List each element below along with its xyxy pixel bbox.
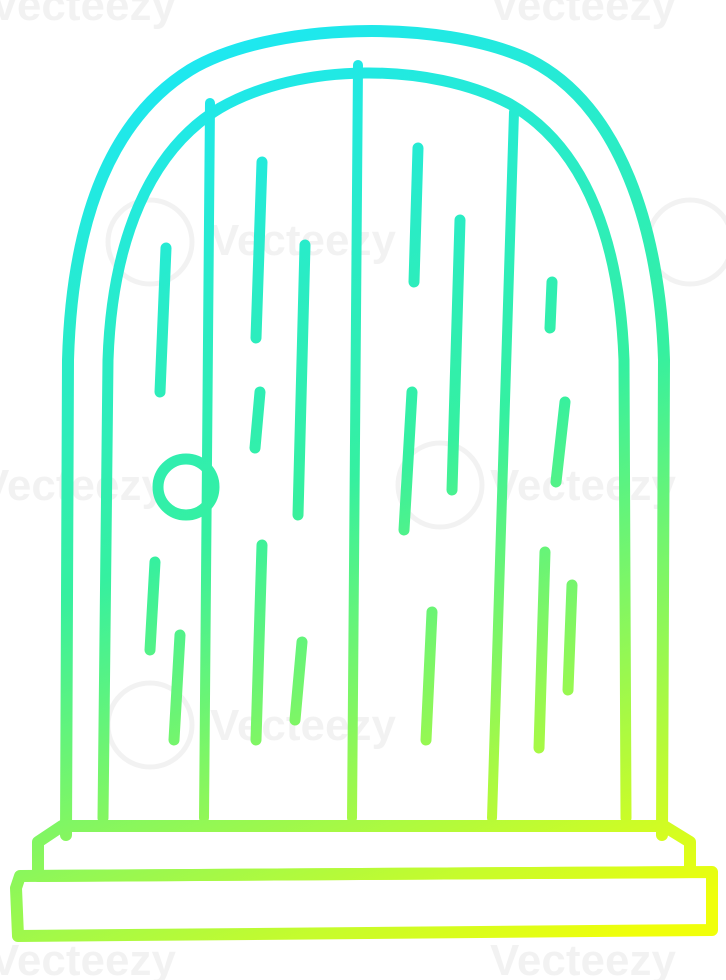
watermark-text: Vecteezy: [490, 0, 676, 30]
wood-grain-stroke: [562, 579, 578, 696]
door-step: [10, 820, 718, 942]
watermark-text: Vecteezy: [0, 461, 166, 510]
watermark-text: Vecteezy: [210, 701, 396, 750]
wood-grain-stroke: [408, 142, 424, 288]
wood-grain-stroke: [398, 386, 418, 536]
plank-divider: [487, 107, 519, 823]
wood-grain-stroke: [446, 214, 466, 496]
wood-grain-stroke: [420, 606, 438, 746]
plank-divider: [199, 98, 215, 823]
door-handle-icon: [152, 453, 220, 521]
wood-grain-stroke: [544, 276, 558, 334]
wood-grain-stroke: [168, 629, 186, 746]
watermark-logo-icon: [395, 440, 485, 530]
wood-grain-stroke: [250, 539, 268, 746]
wood-grain-stroke: [154, 242, 172, 398]
watermark-text: Vecteezy: [490, 461, 676, 510]
wood-grain-stroke: [533, 546, 551, 754]
wood-grain-group: [144, 142, 578, 754]
inner-door-frame: [97, 67, 632, 824]
outer-door-frame: [60, 25, 670, 841]
watermark-text: Vecteezy: [0, 0, 176, 30]
watermark-logo-icon: [105, 197, 195, 287]
watermark-text: Vecteezy: [0, 936, 176, 980]
step-bottom-plank: [10, 866, 718, 942]
plank-divider: [347, 60, 363, 823]
wood-grain-stroke: [249, 386, 266, 454]
wood-grain-stroke: [292, 239, 311, 521]
wood-grain-stroke: [289, 636, 308, 726]
wood-grain-stroke: [144, 556, 161, 656]
watermark-text: Vecteezy: [490, 936, 676, 980]
step-seam-line: [33, 867, 695, 881]
wood-grain-stroke: [250, 156, 268, 344]
wood-grain-stroke: [550, 396, 571, 488]
